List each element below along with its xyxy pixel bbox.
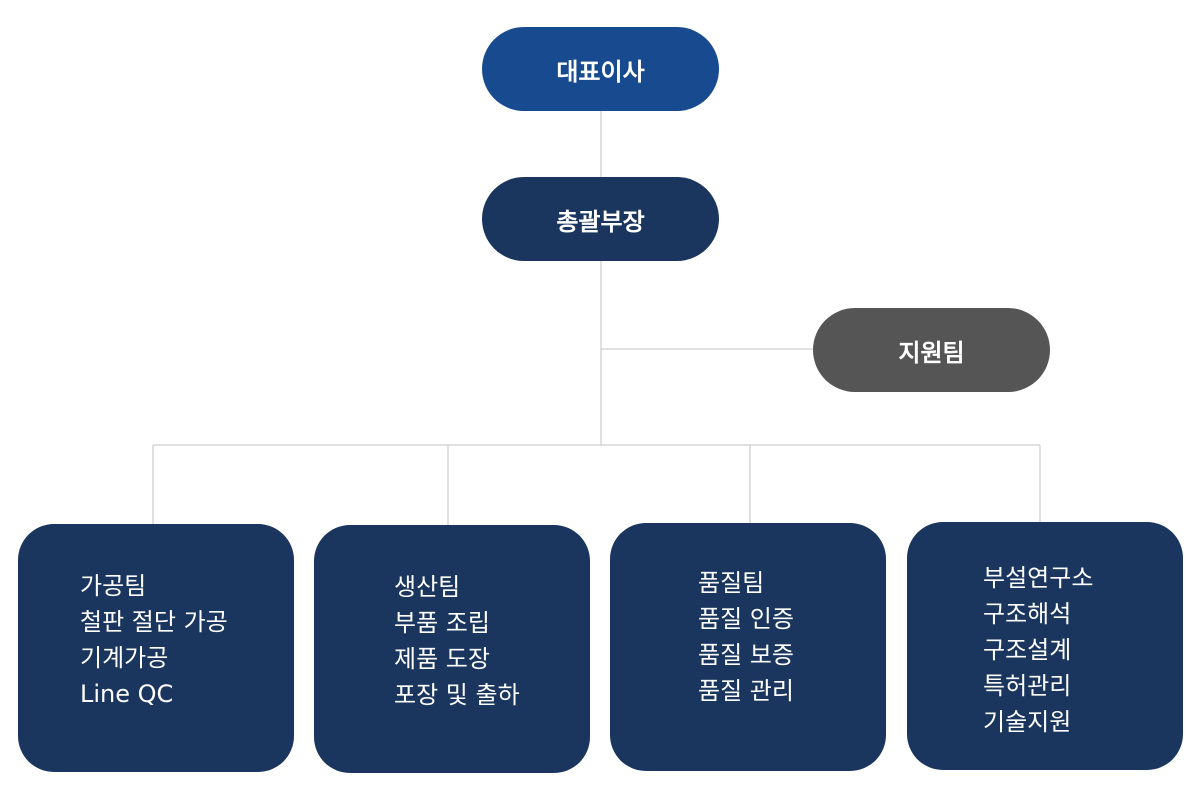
node-ceo-label: 대표이사: [556, 57, 645, 86]
team-box-processing: 가공팀 철판 절단 가공 기계가공 Line QC: [18, 524, 294, 772]
team-item: 부설연구소: [983, 564, 1094, 592]
team-item: 구조설계: [983, 636, 1072, 664]
team-box-quality: 품질팀 품질 인증 품질 보증 품질 관리: [610, 523, 886, 771]
team-item: 포장 및 출하: [394, 681, 520, 709]
team-item: 품질 보증: [698, 641, 794, 669]
team-box-research: 부설연구소 구조해석 구조설계 특허관리 기술지원: [907, 522, 1183, 770]
node-ceo: 대표이사: [482, 27, 719, 111]
team-item: 가공팀: [80, 572, 147, 600]
team-item: 품질팀: [698, 569, 765, 597]
team-item: 품질 관리: [698, 677, 794, 705]
team-item: 품질 인증: [698, 605, 794, 633]
node-general-manager-label: 총괄부장: [556, 207, 645, 236]
team-item: 기계가공: [80, 644, 169, 672]
team-box-production: 생산팀 부품 조립 제품 도장 포장 및 출하: [314, 525, 590, 773]
node-support-team-label: 지원팀: [898, 338, 965, 367]
team-item: Line QC: [80, 680, 174, 708]
team-item: 특허관리: [983, 672, 1072, 700]
team-item: 기술지원: [983, 708, 1072, 736]
team-item: 제품 도장: [394, 645, 490, 673]
team-item: 생산팀: [394, 573, 461, 601]
team-item: 부품 조립: [394, 609, 490, 637]
node-support-team: 지원팀: [813, 308, 1050, 392]
node-general-manager: 총괄부장: [482, 177, 719, 261]
team-item: 구조해석: [983, 600, 1072, 628]
team-item: 철판 절단 가공: [80, 608, 228, 636]
